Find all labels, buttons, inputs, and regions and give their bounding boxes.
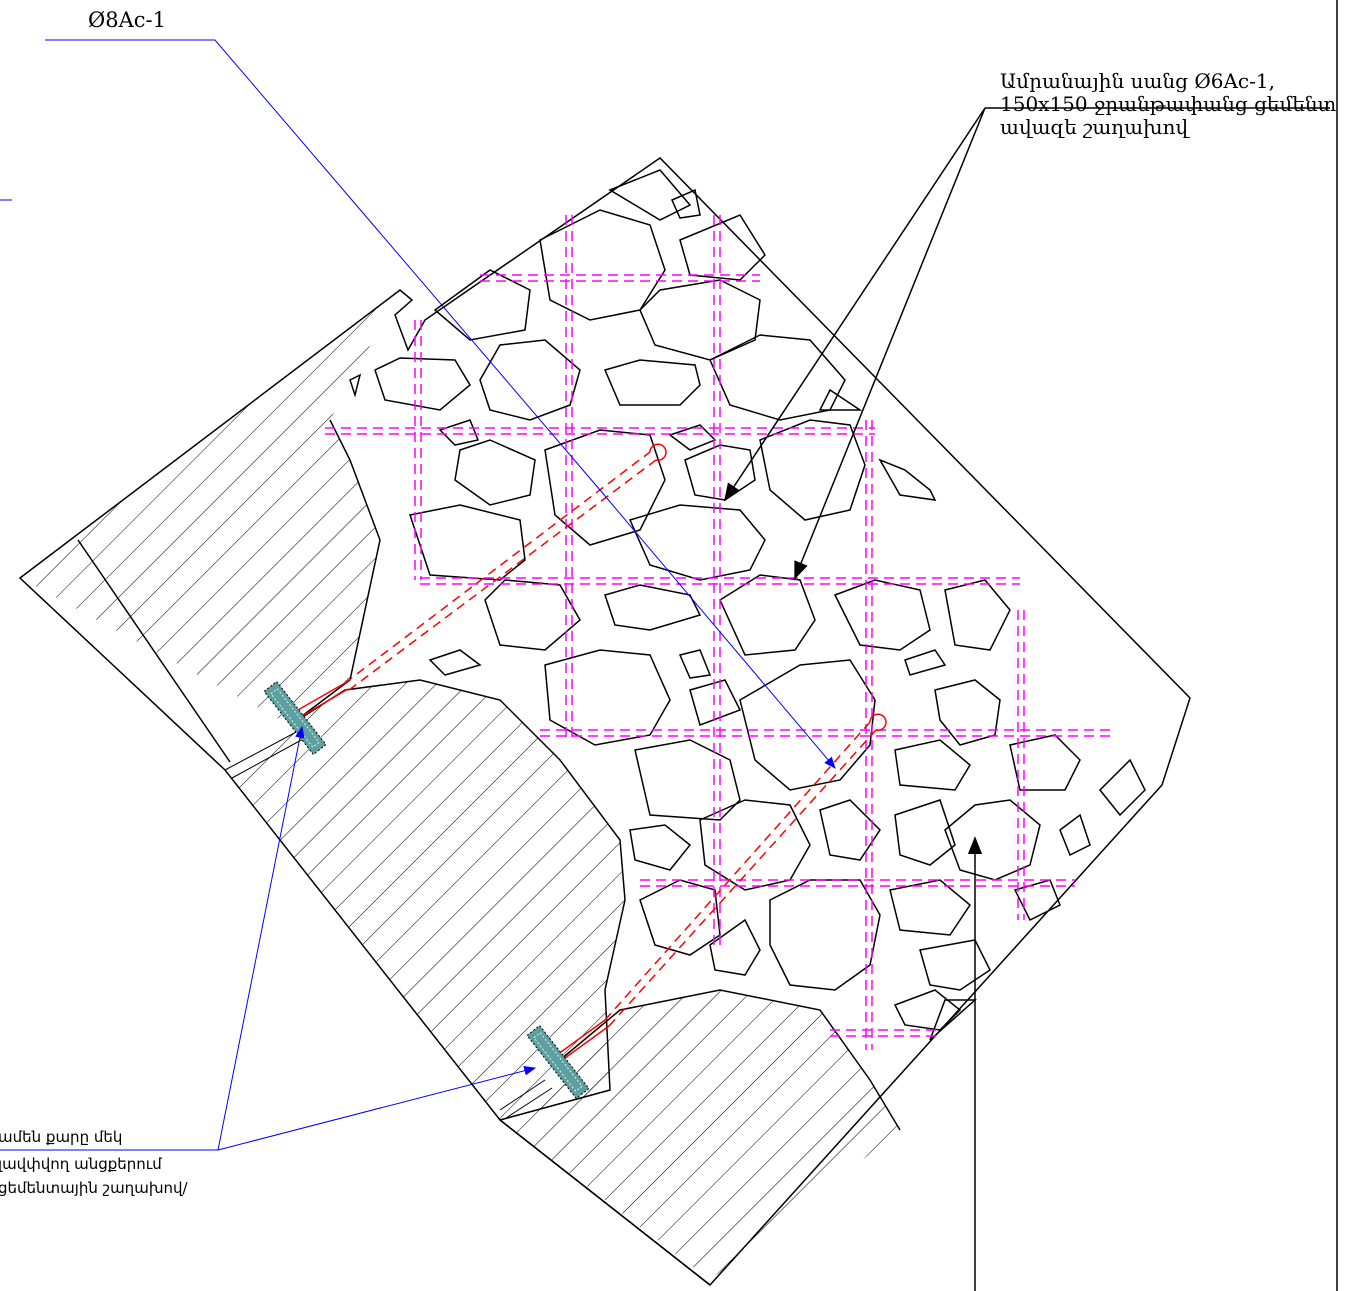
anchor-plate-upper bbox=[263, 680, 327, 756]
anchor-plate-lower bbox=[526, 1024, 590, 1100]
mesh-label-line1: Ամրանային սանց Ø6Ac-1, bbox=[1000, 69, 1275, 93]
leader-anchor bbox=[0, 725, 537, 1151]
rebar-label: Ø8Ac-1 bbox=[88, 8, 166, 32]
anchor-label-line3: ցեմենտային շաղախով/ bbox=[0, 1179, 189, 1197]
reinforcement-mesh bbox=[325, 215, 1115, 1050]
stones bbox=[349, 169, 1146, 1041]
mesh-label-line3: ավազե շաղախով bbox=[1000, 115, 1191, 139]
mesh-label-line2: 150x150 ջրանթափանց ցեմենտ bbox=[1000, 92, 1337, 116]
leader-rebar bbox=[0, 39, 836, 769]
anchor-rods bbox=[297, 443, 887, 1067]
anchor-label-line2: լավփվող անցքերում bbox=[0, 1155, 162, 1173]
anchor-label-line1: ամեն քարը մեկ bbox=[0, 1128, 122, 1146]
leader-mesh bbox=[724, 107, 1330, 580]
